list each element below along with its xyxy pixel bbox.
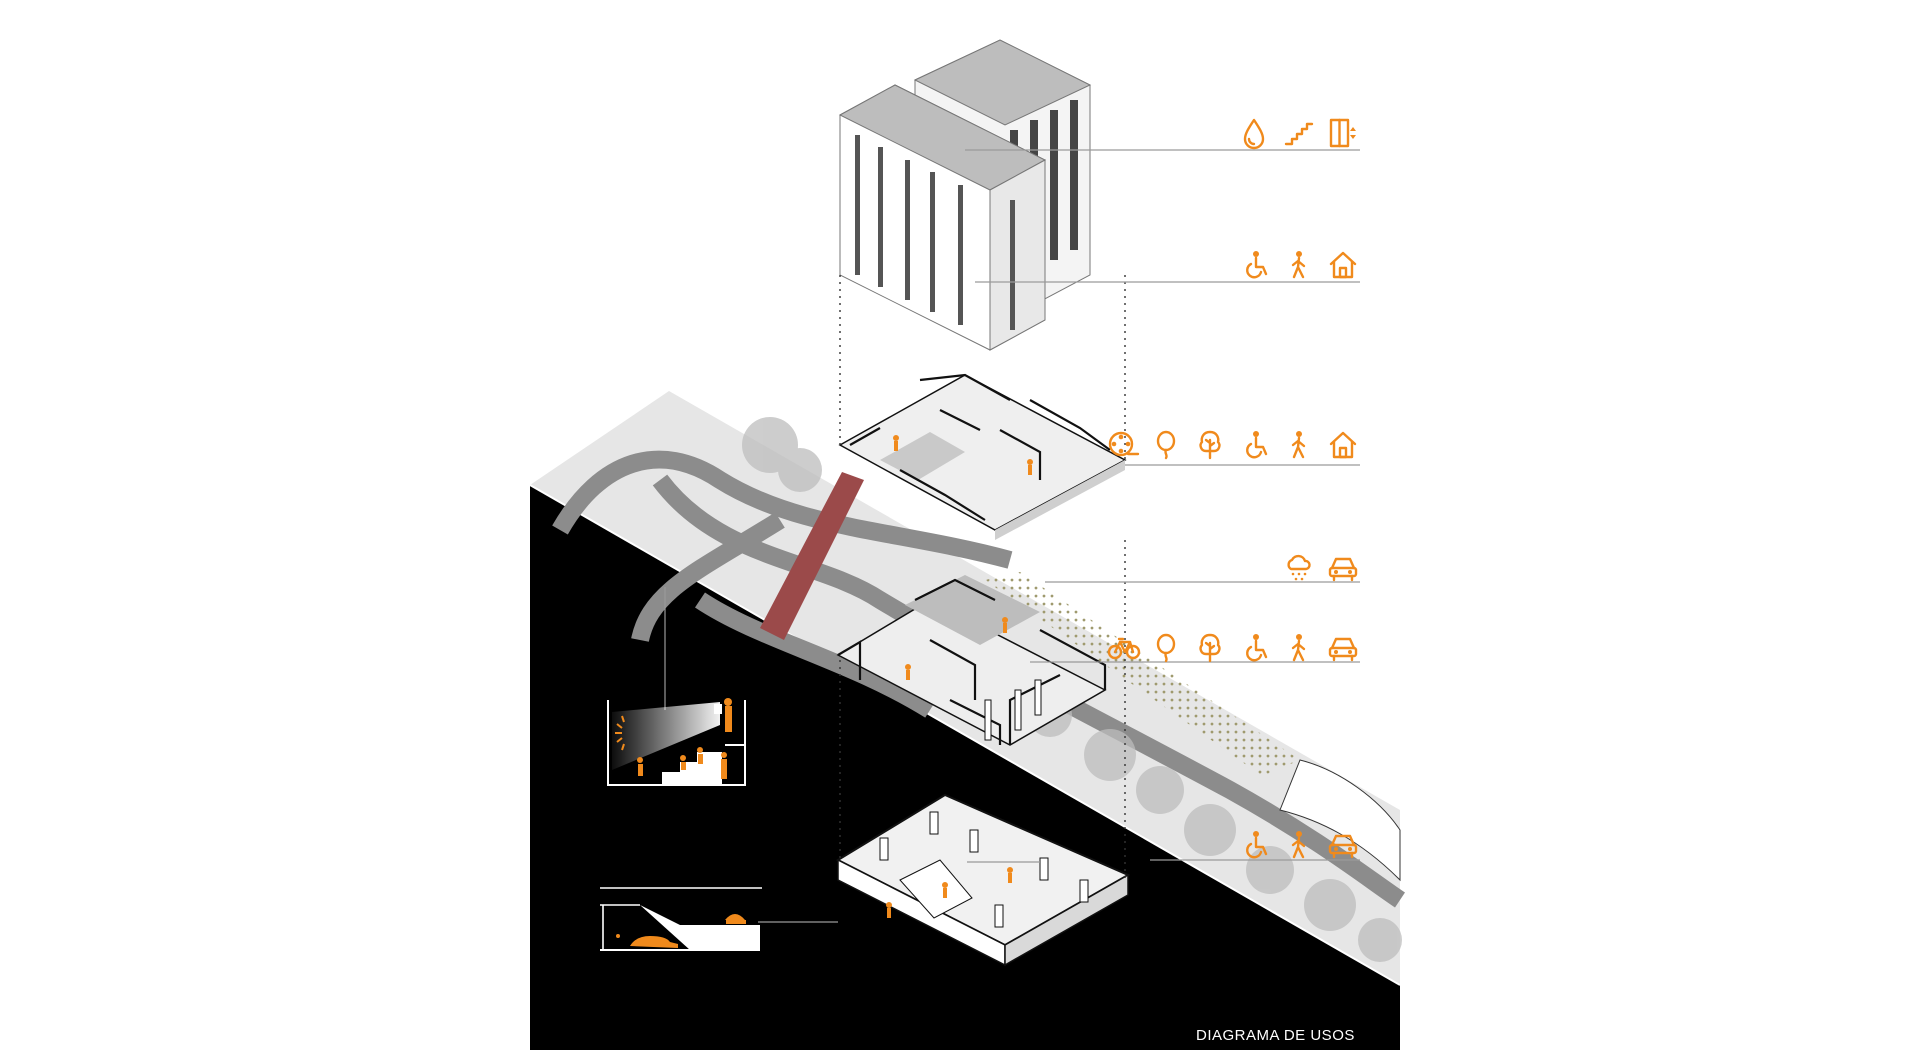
pedestrian-ramp [760, 472, 864, 640]
stairs-icon [1284, 122, 1314, 146]
rain-cloud-icon [1287, 554, 1311, 581]
leader-lines [664, 149, 1360, 923]
icon-row-ground-floor [1107, 633, 1358, 663]
ground-floor-plan [836, 575, 1107, 746]
diagram-caption: DIAGRAMA DE USOS [1196, 1027, 1355, 1044]
pedestrian-icon [1291, 831, 1306, 859]
parking-section-inset [600, 887, 762, 951]
car-icon [1328, 557, 1358, 582]
icon-row-canopy [1287, 554, 1358, 582]
bicycle-icon [1107, 637, 1141, 660]
house-icon [1329, 431, 1357, 459]
use-icon-rows [1107, 118, 1358, 859]
icon-row-street [1246, 831, 1358, 859]
balloon-icon [1156, 430, 1176, 460]
car-icon [1328, 637, 1358, 662]
tree-icon [1199, 430, 1221, 460]
house-icon [1329, 251, 1357, 279]
wheelchair-icon [1246, 251, 1268, 279]
pedestrian-icon [1291, 431, 1306, 459]
basement-parking [835, 793, 1131, 967]
elevator-icon [1329, 118, 1356, 148]
film-reel-icon [1108, 431, 1140, 457]
cinema-section-inset [607, 698, 746, 786]
water-drop-icon [1243, 118, 1265, 150]
tower-building [838, 39, 1092, 351]
pedestrian-icon [1291, 251, 1306, 279]
wheelchair-icon [1246, 634, 1268, 662]
icon-row-tower [1246, 251, 1357, 279]
icon-row-roof [1243, 118, 1356, 150]
alignment-lines [839, 275, 1126, 880]
podium-floor-plan [838, 373, 1127, 540]
tree-icon [1199, 633, 1221, 663]
wheelchair-icon [1246, 831, 1268, 859]
landscape-strip [985, 572, 1300, 776]
pedestrian-icon [1291, 634, 1306, 662]
car-icon [1328, 834, 1358, 859]
icon-row-podium-roof [1108, 430, 1357, 460]
balloon-icon [1156, 633, 1176, 663]
wheelchair-icon [1246, 431, 1268, 459]
